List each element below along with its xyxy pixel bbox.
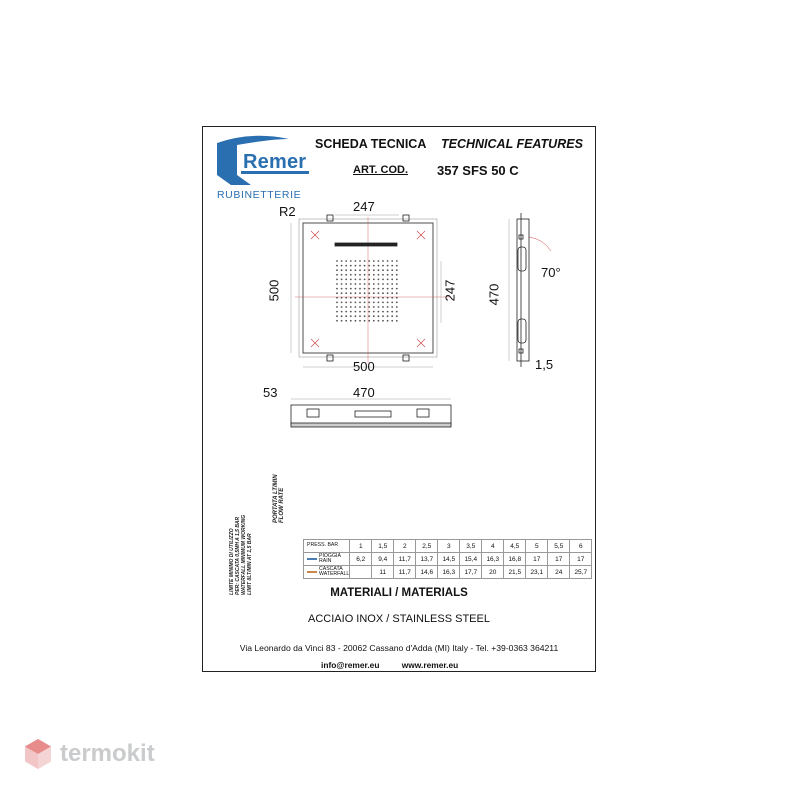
dim-angle: 70° <box>541 265 561 280</box>
dim-radius: R2 <box>279 204 296 219</box>
watermark: termokit <box>24 738 155 770</box>
dim-bottom-width: 500 <box>353 359 375 374</box>
press-label: PRESS. BAR <box>302 539 351 553</box>
watermark-text: termokit <box>60 740 155 767</box>
technical-sheet: Remer RUBINETTERIE SCHEDA TECNICA TECHNI… <box>202 126 596 672</box>
dim-thickness: 1,5 <box>535 357 554 372</box>
materials-value: ACCIAIO INOX / STAINLESS STEEL <box>308 613 490 625</box>
footer-address: Via Leonardo da Vinci 83 - 20062 Cassano… <box>239 643 559 653</box>
technical-drawing <box>290 213 552 428</box>
chart-left-note: LIMITE MINIMO DI UTILIZZO PER: CASCATA 0… <box>229 514 253 595</box>
remer-logo: Remer RUBINETTERIE <box>211 133 313 201</box>
dim-top-width: 247 <box>353 199 375 214</box>
fall-swatch-icon <box>307 571 317 573</box>
front-view <box>290 214 451 368</box>
hexagon-logo-icon <box>25 739 51 769</box>
title-english: TECHNICAL FEATURES <box>441 137 583 151</box>
logo-subtitle: RUBINETTERIE <box>217 189 302 201</box>
footer-contacts: info@remer.eu www.remer.eu <box>321 660 478 670</box>
dim-profile-depth: 53 <box>263 385 278 400</box>
logo-swoosh-icon <box>217 135 309 185</box>
dim-profile-width: 470 <box>353 385 375 400</box>
footer-web[interactable]: www.remer.eu <box>401 660 459 670</box>
rain-swatch-icon <box>307 558 317 560</box>
art-code-label: ART. COD. <box>353 164 408 176</box>
materials-title: MATERIALI / MATERIALS <box>330 587 468 599</box>
corner-marks <box>310 230 426 348</box>
side-view <box>508 213 552 367</box>
flow-rate-chart: 051015202530 <box>203 127 597 417</box>
chart-y-title: PORTATA LT/MIN FLOW RATE <box>273 474 285 523</box>
profile-view <box>290 398 452 428</box>
art-code-value: 357 SFS 50 C <box>437 163 519 178</box>
title-italian: SCHEDA TECNICA <box>315 137 427 151</box>
nozzle-grid <box>336 260 398 322</box>
footer-email[interactable]: info@remer.eu <box>321 660 380 670</box>
logo-word: Remer <box>243 151 307 173</box>
